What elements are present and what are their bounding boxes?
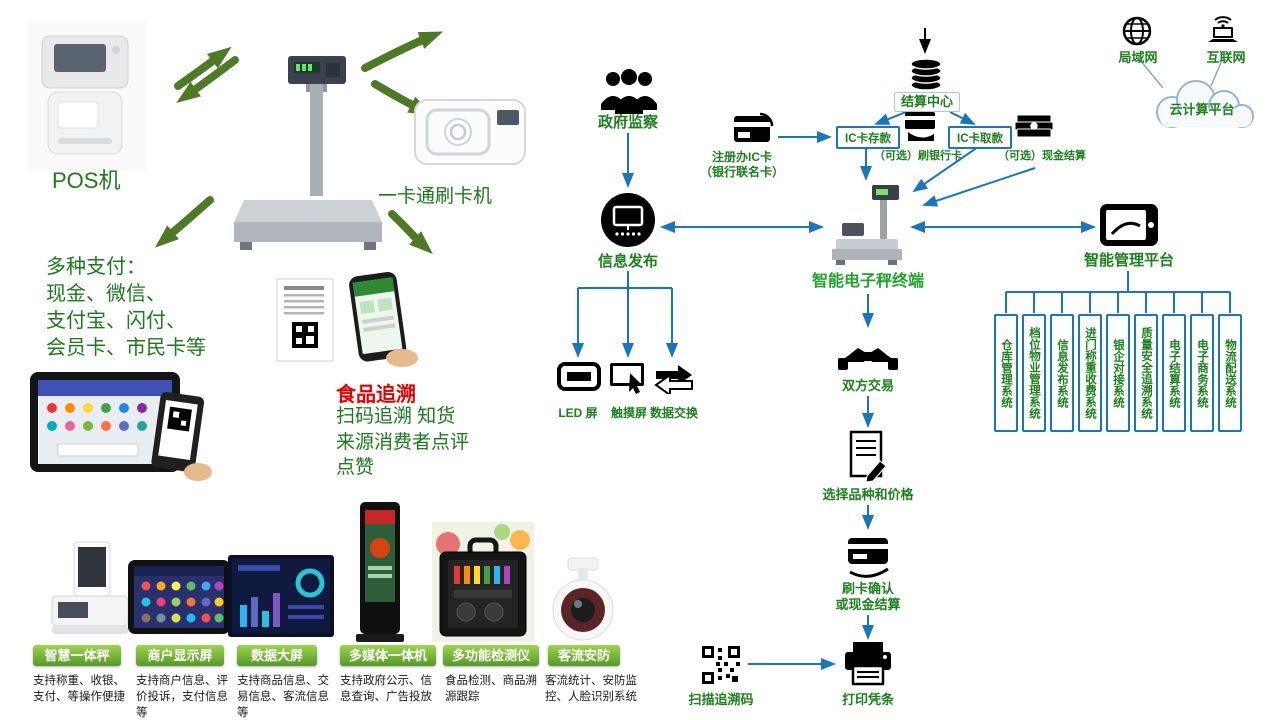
lan-label: 局域网 bbox=[1118, 50, 1158, 65]
monitor-circle-icon bbox=[601, 193, 655, 247]
pos-label: POS机 bbox=[52, 168, 121, 193]
scale-terminal-image bbox=[832, 185, 902, 265]
product-desc-security: 客流统计、安防监控、人脸识别系统 bbox=[545, 675, 637, 704]
product-label-data-screen: 数据大屏 bbox=[237, 645, 317, 666]
ic-deposit-box: IC卡存款 bbox=[836, 126, 900, 149]
globe-icon bbox=[1122, 16, 1152, 46]
banknote-stack-icon bbox=[1014, 114, 1054, 138]
product-image-data-screen bbox=[228, 555, 334, 637]
product-label-merchant-display: 商户显示屏 bbox=[136, 645, 224, 666]
internet-label: 互联网 bbox=[1206, 50, 1246, 65]
led-screen-icon bbox=[557, 362, 601, 391]
qr-code-icon bbox=[700, 644, 742, 686]
system-box-stall-property: 档位物业管理系统 bbox=[1022, 314, 1046, 432]
product-desc-kiosk: 支持政府公示、信息查询、广告投放 bbox=[340, 675, 432, 704]
payment-text: 多种支付： 现金、微信、 支付宝、闪付、 会员卡、市民卡等 bbox=[46, 256, 206, 359]
cash-settle-label: （可选）现金结算 bbox=[998, 150, 1086, 162]
info-release-label: 信息发布 bbox=[597, 253, 658, 270]
print-receipt-label: 打印凭条 bbox=[841, 692, 894, 707]
product-desc-detector: 食品检测、商品溯源跟踪 bbox=[445, 675, 537, 704]
product-desc-merchant-display: 支持商户信息、评价投诉，支付信息等 bbox=[136, 675, 228, 720]
food-trace-title: 食品追溯 bbox=[336, 384, 416, 406]
touch-label: 触摸屏 bbox=[610, 406, 647, 420]
ic-card-icon bbox=[734, 112, 774, 142]
system-box-entry-weighing: 进门称重收费系统 bbox=[1078, 314, 1102, 432]
product-label-kiosk: 多媒体一体机 bbox=[340, 645, 436, 666]
cloud-icon bbox=[1156, 80, 1254, 128]
touch-screen-icon bbox=[610, 363, 644, 394]
gov-supervision-label: 政府监察 bbox=[597, 114, 658, 131]
system-box-warehouse: 仓库管理系统 bbox=[994, 314, 1018, 432]
cloud-label: 云计算平台 bbox=[1169, 102, 1235, 117]
product-image-kiosk bbox=[356, 502, 404, 642]
tablet-icon bbox=[1100, 204, 1158, 246]
laptop-wifi-icon bbox=[1208, 16, 1238, 42]
trade-label: 双方交易 bbox=[841, 378, 894, 393]
double-arrow-icon bbox=[654, 365, 693, 394]
pos-machine-image bbox=[28, 22, 146, 170]
product-label-security: 客流安防 bbox=[548, 645, 620, 666]
document-pen-icon bbox=[849, 430, 887, 483]
product-image-merchant-display bbox=[128, 560, 230, 634]
product-image-camera bbox=[552, 557, 614, 641]
system-box-e-commerce: 电子商务系统 bbox=[1190, 314, 1214, 432]
product-image-detector-case bbox=[432, 522, 534, 642]
swipe-card-icon bbox=[848, 538, 889, 578]
handshake-icon bbox=[838, 348, 898, 370]
receipt-image bbox=[276, 278, 334, 362]
people-group-icon bbox=[601, 69, 657, 114]
food-trace-text: 扫码追溯 知货 来源消费者点评 点赞 bbox=[336, 406, 470, 479]
scan-code-label: 扫描追溯码 bbox=[688, 692, 754, 707]
product-image-smart-scale bbox=[51, 541, 129, 634]
ic-withdraw-box: IC卡取款 bbox=[948, 126, 1012, 149]
product-desc-data-screen: 支持商品信息、交易信息、客流信息等 bbox=[237, 675, 329, 720]
select-label: 选择品种和价格 bbox=[822, 487, 914, 502]
tablet-phone-image bbox=[30, 372, 212, 481]
card-reader-label: 一卡通刷卡机 bbox=[378, 186, 493, 207]
scale-terminal-label: 智能电子秤终端 bbox=[811, 273, 924, 290]
card-reader-image bbox=[414, 99, 526, 165]
product-label-detector: 多功能检测仪 bbox=[443, 645, 539, 666]
settlement-center-label: 结算中心 bbox=[894, 92, 960, 113]
system-box-quality-trace: 质量安全追溯系统 bbox=[1134, 314, 1158, 432]
printer-icon bbox=[845, 642, 891, 686]
system-box-e-settlement: 电子结算系统 bbox=[1162, 314, 1186, 432]
coin-stack-icon bbox=[910, 58, 942, 91]
product-label-smart-scale: 智慧一体秤 bbox=[33, 645, 121, 666]
system-box-info-release: 信息发布系统 bbox=[1050, 314, 1074, 432]
mgmt-platform-label: 智能管理平台 bbox=[1083, 252, 1174, 269]
confirm-label: 刷卡确认 或现金结算 bbox=[835, 581, 901, 613]
swipe-bank-label: （可选）刷银行卡 bbox=[874, 150, 962, 162]
system-box-logistics: 物流配送系统 bbox=[1218, 314, 1242, 432]
scale-image bbox=[234, 56, 382, 250]
led-label: LED 屏 bbox=[558, 406, 598, 420]
product-desc-smart-scale: 支持称重、收银、支付、等操作便捷 bbox=[33, 675, 125, 704]
system-box-bank-link: 银企对接系统 bbox=[1106, 314, 1130, 432]
data-exchange-label: 数据交换 bbox=[649, 406, 698, 420]
hand-card-icon bbox=[905, 112, 935, 141]
phone-app-image bbox=[349, 271, 418, 367]
register-ic-label: 注册办IC卡 （银行联名卡） bbox=[699, 150, 784, 179]
